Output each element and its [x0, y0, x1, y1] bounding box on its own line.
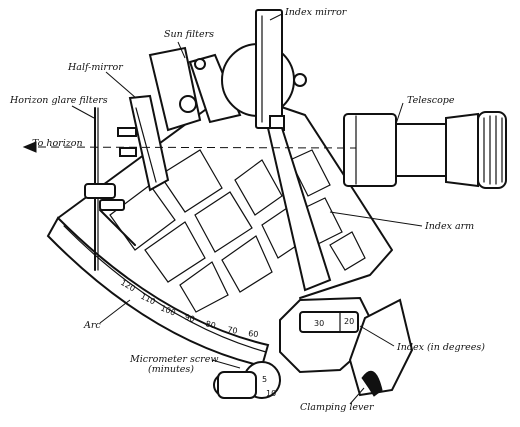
horizon-glare-filters-assembly	[84, 107, 136, 271]
arc-scale-label: 60	[248, 329, 259, 339]
label-micrometer-minutes: (minutes)	[148, 364, 194, 375]
label-horizon-glare-filters: Horizon glare filters	[9, 95, 108, 106]
label-clamping-lever: Clamping lever	[300, 402, 375, 413]
clamping-lever	[361, 370, 383, 397]
arc-scale-label: 90	[183, 312, 195, 324]
label-index-degrees: Index (in degrees)	[396, 342, 485, 353]
telescope-assembly	[343, 111, 507, 189]
index-scale-label: 20	[344, 317, 354, 326]
index-scale-label: 30	[314, 319, 324, 328]
half-mirror-assembly	[117, 94, 170, 192]
horizon-arrow	[22, 141, 37, 153]
arc-scale-label: 70	[227, 325, 239, 336]
index-mirror-assembly	[221, 9, 307, 131]
horizon-sight-line	[37, 146, 357, 149]
micrometer-scale-label: 5	[262, 375, 267, 384]
label-sun-filters: Sun filters	[164, 29, 214, 40]
sun-filters-assembly	[148, 46, 242, 132]
index-window	[299, 311, 359, 333]
index-arm	[266, 127, 332, 292]
label-telescope: Telescope	[407, 95, 455, 106]
label-index-mirror: Index mirror	[284, 7, 348, 18]
label-arc: Arc	[83, 320, 101, 331]
arc-scale-label: 80	[205, 319, 217, 330]
label-to-horizon: To horizon	[32, 138, 83, 149]
label-index-arm: Index arm	[424, 221, 474, 232]
leader-lines	[71, 13, 423, 405]
micrometer-screw-assembly	[213, 361, 281, 399]
label-micrometer-screw: Micrometer screw	[129, 354, 218, 365]
sextant-handle	[348, 298, 414, 397]
label-half-mirror: Half-mirror	[67, 62, 124, 73]
micrometer-scale-label: 10	[266, 389, 276, 398]
